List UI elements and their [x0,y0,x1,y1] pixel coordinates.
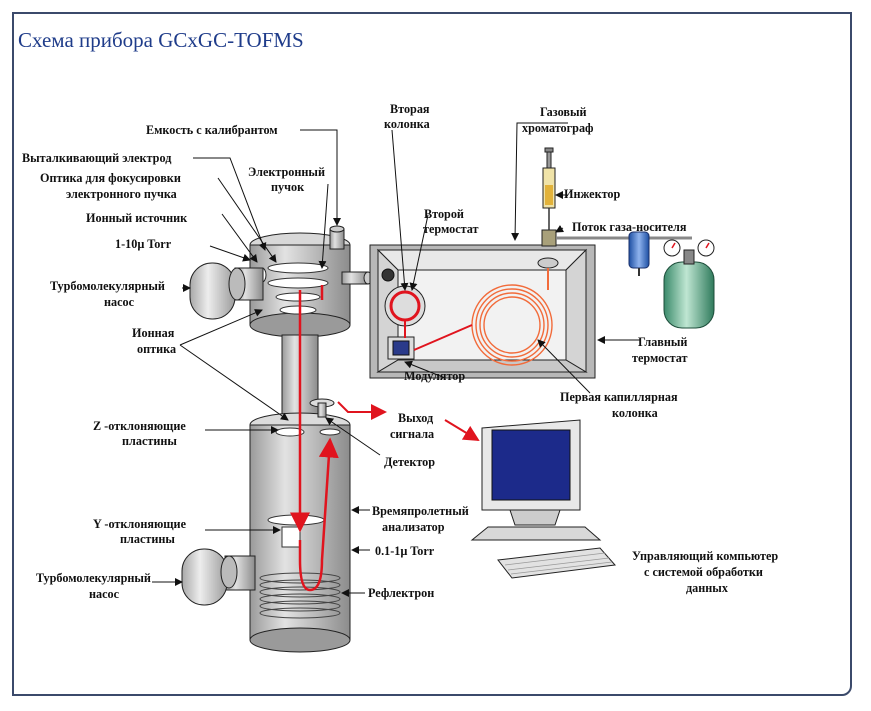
label-main-oven-2: термостат [632,351,688,365]
figure-title: Схема прибора GCxGC-TOFMS [18,28,304,52]
label-gc-2: хроматограф [522,121,594,135]
label-electron-beam-1: Электронный [248,165,325,179]
signal-path [337,401,480,442]
label-focus-optics-2: электронного пучка [66,187,177,201]
label-carrier-gas: Поток газа-носителя [572,220,687,234]
label-ion-source: Ионный источник [86,211,187,225]
label-pressure-high: 1-10µ Torr [115,237,172,251]
label-first-column-1: Первая капиллярная [560,390,678,404]
ion-source-chamber [249,225,373,338]
label-turbo-top-2: насос [104,295,135,309]
label-first-column-2: колонка [612,406,658,420]
label-modulator: Модулятор [404,369,465,383]
label-computer-1: Управляющий компьютер [632,549,778,563]
tof-analyzer-body [249,398,351,653]
label-turbo-top-1: Турбомолекулярный [50,279,165,293]
label-injector: Инжектор [564,187,621,201]
label-z-plates-2: пластины [122,434,177,448]
label-pressure-low: 0.1-1µ Torr [375,544,435,558]
label-detector: Детектор [384,455,435,469]
label-electron-beam-2: пучок [271,180,304,194]
label-turbo-bottom-1: Турбомолекулярный [36,571,151,585]
label-second-column-2: колонка [384,117,430,131]
label-turbo-bottom-2: насос [89,587,120,601]
label-focus-optics-1: Оптика для фокусировки [40,171,181,185]
label-gc-1: Газовый [540,105,587,119]
control-computer [470,419,617,579]
label-second-column-1: Вторая [390,102,430,116]
turbo-pump-bottom [181,548,256,606]
label-computer-3: данных [686,581,729,595]
label-ion-optics-2: оптика [137,342,176,356]
gc-oven [369,229,596,379]
label-signal-out-2: сигнала [390,427,434,441]
turbo-pump-top [189,262,264,320]
label-ion-optics-1: Ионная [132,326,175,340]
label-second-oven-1: Второй [424,207,464,221]
label-main-oven-1: Главный [638,335,687,349]
label-second-oven-2: термостат [423,222,479,236]
label-y-plates-2: пластины [120,532,175,546]
leader-lines [152,122,640,597]
label-push-electrode: Выталкивающий электрод [22,151,172,165]
ion-path [290,285,339,592]
label-calibrant: Емкость с калибрантом [146,123,278,137]
label-z-plates-1: Z -отклоняющие [93,419,186,433]
injector-syringe [542,147,556,230]
labels: Емкость с калибрантом Выталкивающий элек… [22,102,778,601]
label-tof-2: анализатор [382,520,445,534]
label-signal-out-1: Выход [398,411,434,425]
label-y-plates-1: Y -отклоняющие [93,517,187,531]
label-computer-2: с системой обработки [644,565,763,579]
label-reflectron: Рефлектрон [368,586,434,600]
carrier-gas-supply [556,231,715,329]
label-tof-1: Времяпролетный [372,504,469,518]
